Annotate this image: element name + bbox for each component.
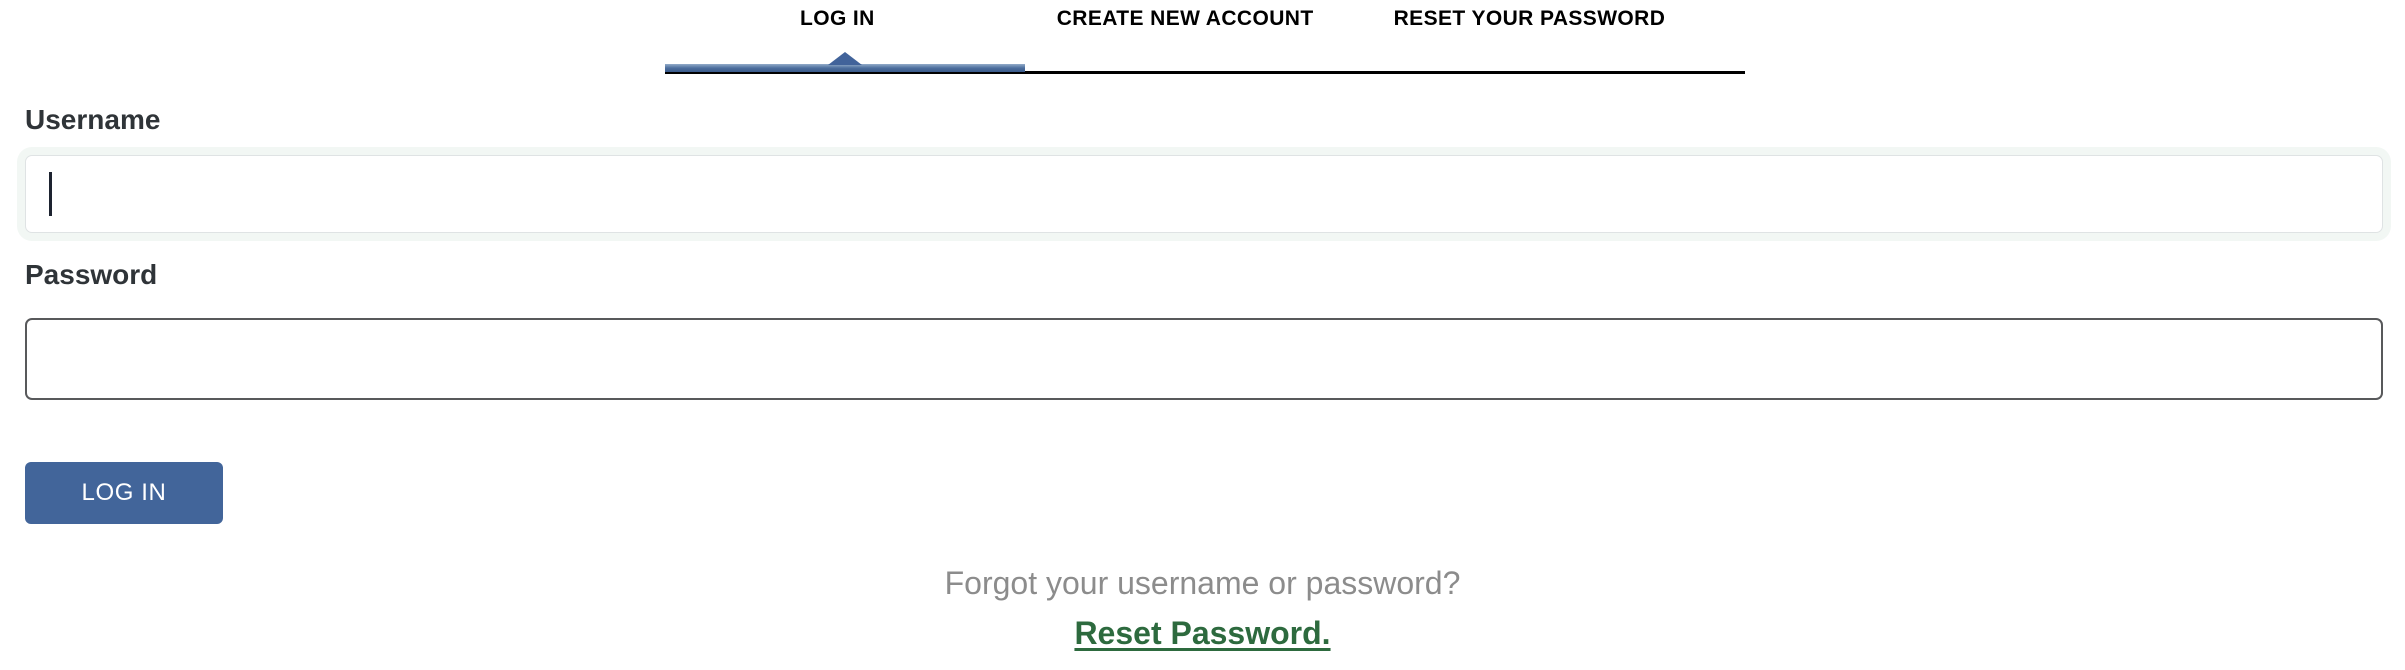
active-tab-pointer-icon: [828, 52, 862, 65]
auth-footer: Forgot your username or password? Reset …: [0, 560, 2405, 656]
password-input[interactable]: [25, 318, 2383, 400]
log-in-button[interactable]: LOG IN: [25, 462, 223, 524]
username-input[interactable]: [25, 155, 2383, 233]
reset-password-link[interactable]: Reset Password.: [1074, 615, 1331, 651]
username-label: Username: [25, 104, 161, 135]
tab-log-in[interactable]: LOG IN: [800, 7, 875, 30]
text-cursor: [49, 172, 52, 216]
tab-create-new-account[interactable]: CREATE NEW ACCOUNT: [1056, 7, 1314, 30]
auth-tab-bar: LOG IN CREATE NEW ACCOUNT RESET YOUR PAS…: [0, 0, 2405, 80]
password-label: Password: [25, 259, 158, 290]
tab-reset-your-password[interactable]: RESET YOUR PASSWORD: [1393, 7, 1666, 30]
forgot-credentials-text: Forgot your username or password?: [944, 565, 1461, 601]
active-tab-indicator-bar: [665, 64, 1025, 72]
tab-list: LOG IN CREATE NEW ACCOUNT RESET YOUR PAS…: [660, 6, 1665, 32]
tab-bar-divider: [665, 71, 1745, 74]
